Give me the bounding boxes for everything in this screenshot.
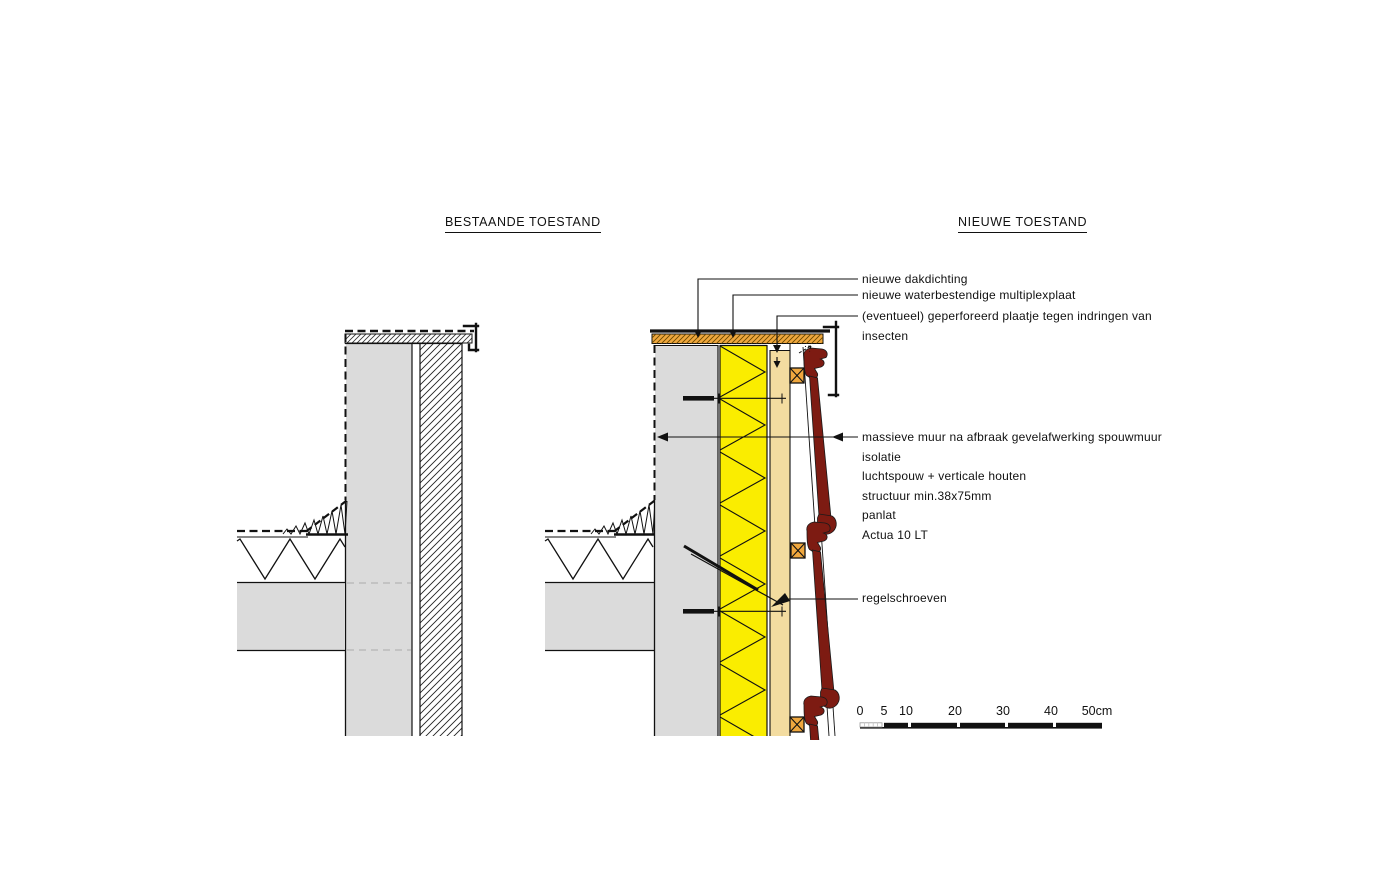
label-regelschroeven: regelschroeven (862, 591, 947, 605)
panlat-battens (789, 367, 806, 733)
label-perforated-plate: (eventueel) geperforeerd plaatje tegen i… (862, 309, 1152, 343)
floor-slab-existing (237, 581, 411, 652)
vertical-timber-board (769, 344, 791, 736)
ceiling-insulation (236, 498, 349, 581)
airflow-arrow (798, 345, 812, 354)
masonry-wall-existing (344, 334, 462, 736)
scale-tick-50cm: 50cm (1081, 704, 1113, 718)
drawing-existing-condition (236, 322, 480, 736)
scale-tick-5: 5 (880, 704, 888, 718)
title-existing-condition: BESTAANDE TOESTAND (445, 215, 601, 233)
regel-screws (683, 393, 786, 617)
scale-tick-40: 40 (1044, 704, 1058, 718)
outer-brick-leaf (419, 343, 463, 736)
scale-tick-10: 10 (899, 704, 913, 718)
label-layer-stack: massieve muur na afbraak gevelafwerking … (862, 430, 1162, 542)
scale-bar-segments (884, 722, 1102, 727)
massive-wall (653, 345, 719, 736)
roof-edge-profile-new (822, 320, 840, 398)
insulation-layer (719, 344, 768, 736)
scale-tick-0: 0 (856, 704, 864, 718)
drawing-new-condition (544, 278, 858, 740)
scale-bar (859, 722, 1102, 729)
ceiling-insulation-new (544, 498, 657, 581)
roof-cap-new (650, 320, 840, 398)
label-dakdichting: nieuwe dakdichting (862, 272, 968, 286)
scale-bar-subdivided-segment (859, 722, 883, 728)
scale-tick-30: 30 (996, 704, 1010, 718)
title-new-condition: NIEUWE TOESTAND (958, 215, 1088, 233)
label-multiplexplaat: nieuwe waterbestendige multiplexplaat (862, 288, 1076, 302)
leader-lines (657, 278, 858, 607)
roof-edge-profile (462, 322, 480, 353)
scale-tick-20: 20 (948, 704, 962, 718)
